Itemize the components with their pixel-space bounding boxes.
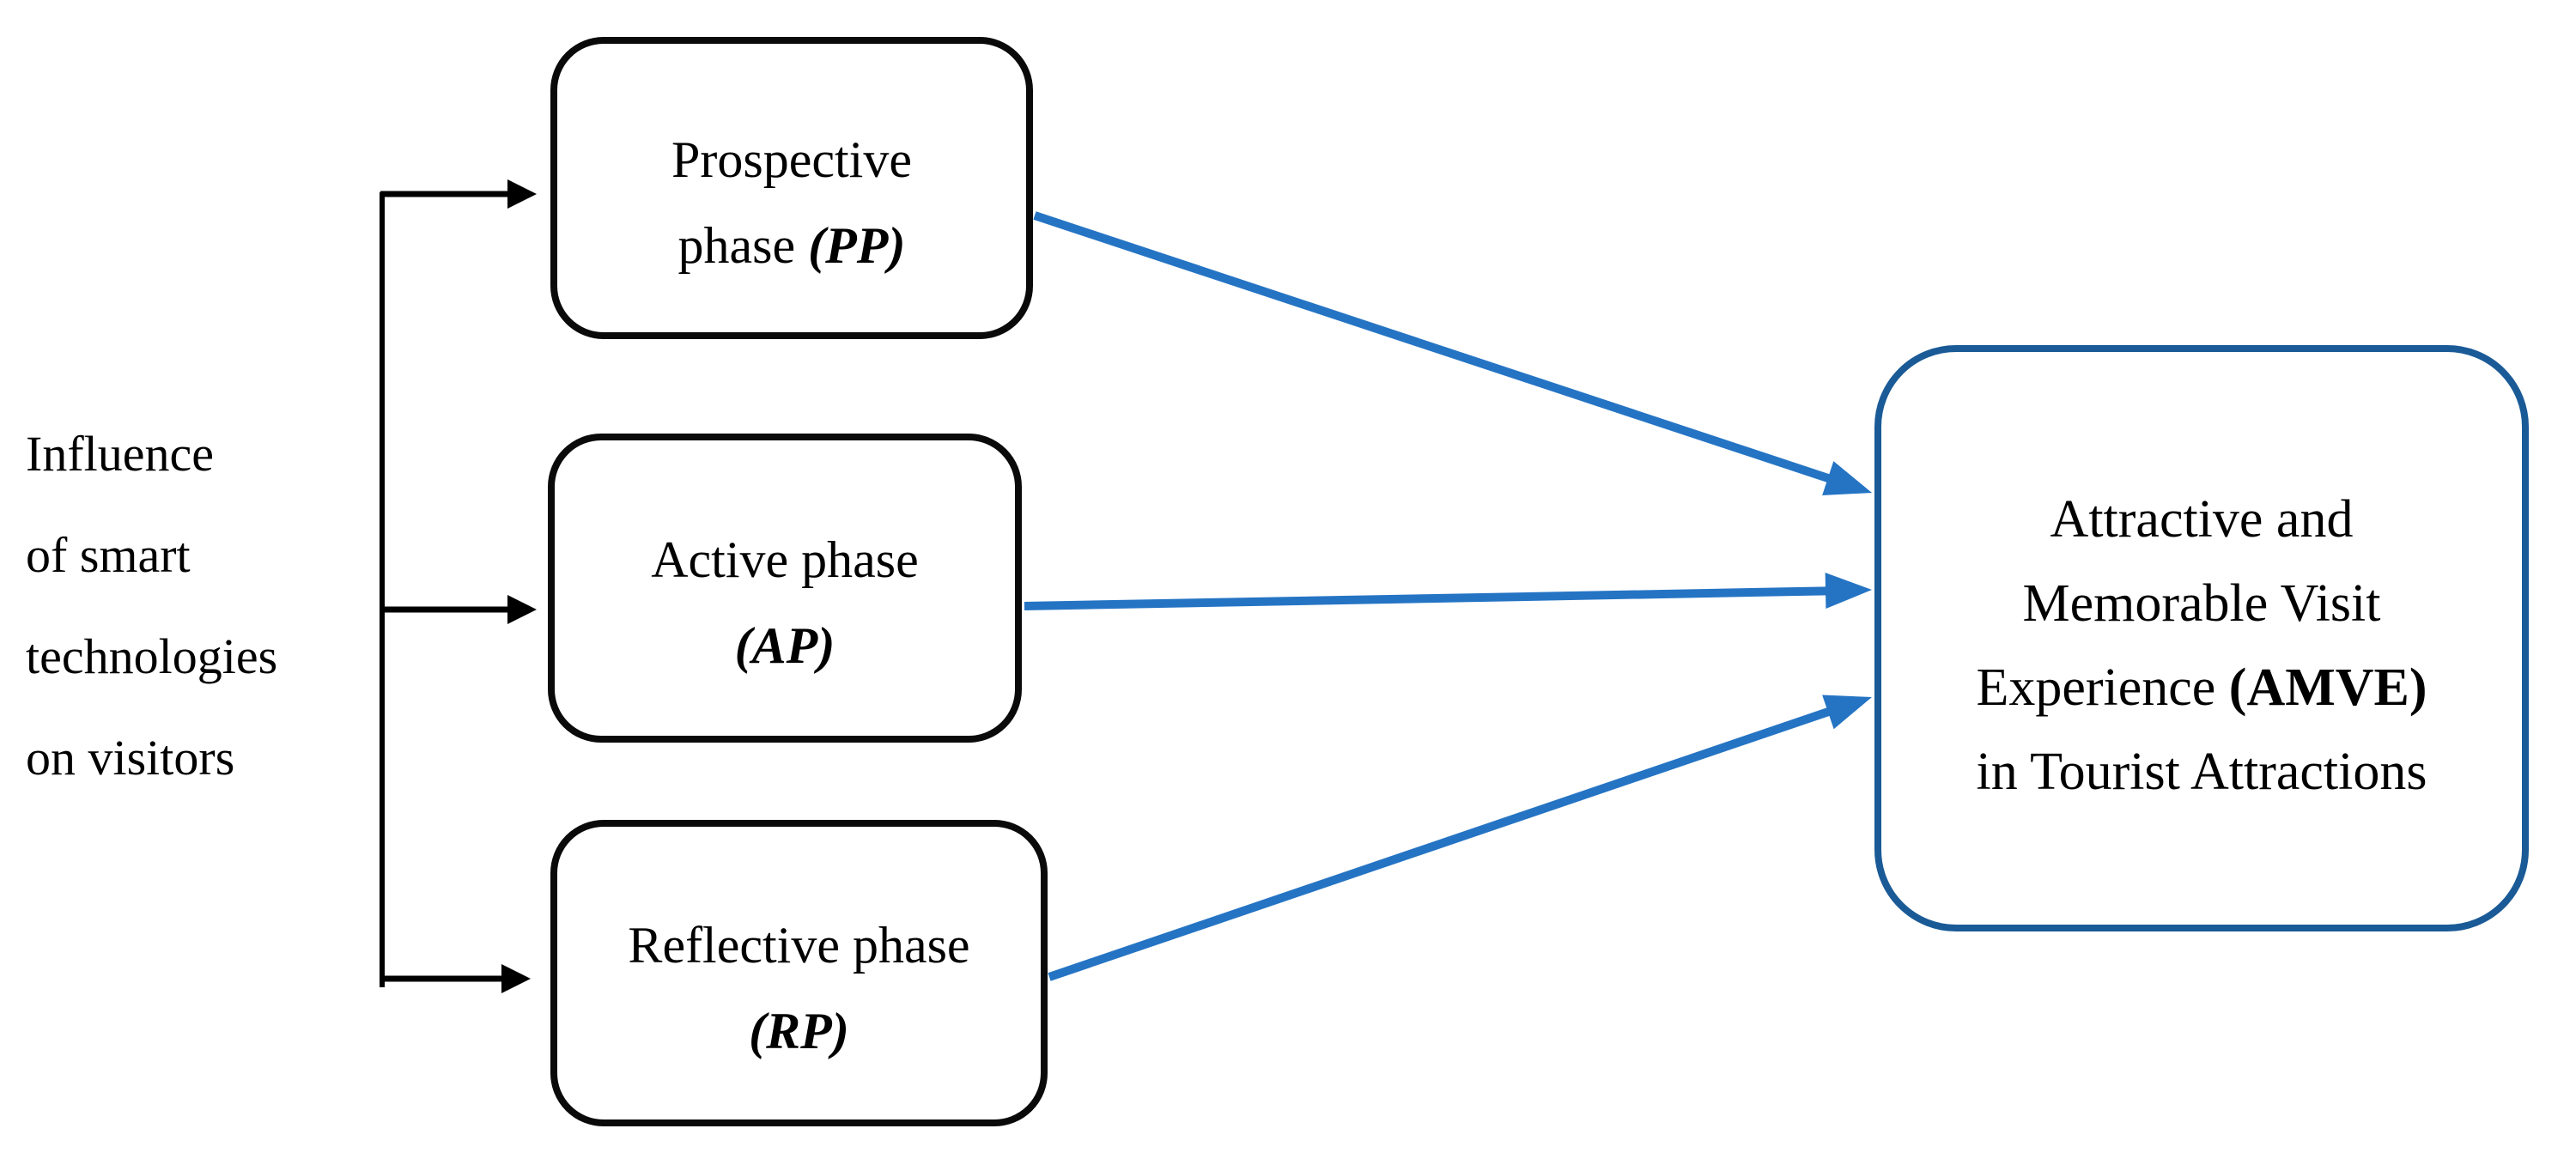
amve-outcome-box: Attractive and Memorable Visit Experienc… xyxy=(1874,345,2529,931)
prospective-phase-line2: phase (PP) xyxy=(677,217,906,274)
active-phase-line1: Active phase xyxy=(651,531,919,588)
active-phase-line2: (AP) xyxy=(735,619,835,672)
arrow-to-reflective-phase xyxy=(380,964,531,993)
prospective-phase-box: Prospective phase (PP) xyxy=(550,37,1033,339)
arrow-to-active-phase xyxy=(380,595,537,624)
reflective-phase-box: Reflective phase (RP) xyxy=(550,820,1048,1126)
amve-line3: Experience (AMVE) xyxy=(1976,658,2427,717)
amve-line4: in Tourist Attractions xyxy=(1976,742,2427,801)
influence-label-line-2: of smart xyxy=(26,527,191,583)
reflective-phase-abbrev: (RP) xyxy=(749,1002,849,1059)
arrow-to-prospective-phase xyxy=(380,179,537,209)
prospective-phase-line1: Prospective xyxy=(671,131,912,188)
influence-label: Influence of smart technologies on visit… xyxy=(26,403,277,809)
arrow-pp-to-amve xyxy=(1033,211,1872,495)
prospective-phase-abbrev: (PP) xyxy=(808,217,906,274)
influence-label-line-4: on visitors xyxy=(26,730,235,786)
amve-line2: Memorable Visit xyxy=(2022,573,2381,633)
active-phase-abbrev: (AP) xyxy=(734,617,835,674)
arrow-ap-to-amve xyxy=(1024,573,1872,610)
amve-abbrev: (AMVE) xyxy=(2228,658,2427,717)
arrow-rp-to-amve xyxy=(1048,695,1872,981)
amve-line1: Attractive and xyxy=(2050,489,2354,549)
influence-label-line-3: technologies xyxy=(26,628,278,684)
reflective-phase-line1: Reflective phase xyxy=(628,916,970,974)
reflective-phase-line2: (RP) xyxy=(749,1004,849,1058)
influence-label-line-1: Influence xyxy=(26,426,214,482)
active-phase-box: Active phase (AP) xyxy=(548,434,1022,743)
